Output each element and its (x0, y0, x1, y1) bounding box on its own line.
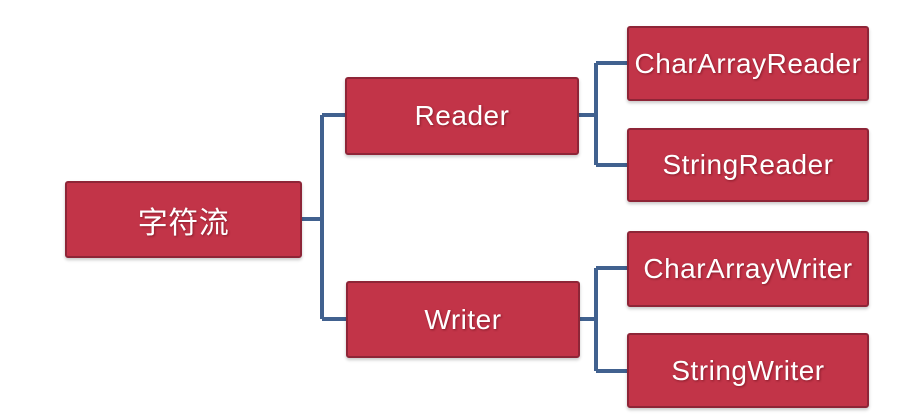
node-chararrayreader-label: CharArrayReader (634, 47, 862, 79)
node-chararrayreader: CharArrayReader (627, 26, 869, 101)
node-character-stream-label: 字符流 (137, 206, 230, 240)
node-reader-label: Reader (414, 100, 510, 131)
node-writer: Writer (346, 281, 580, 358)
connector-root-to-reader-writer (300, 113, 346, 321)
node-chararraywriter: CharArrayWriter (627, 231, 869, 307)
node-chararraywriter-label: CharArrayWriter (643, 253, 853, 284)
node-stringwriter: StringWriter (627, 333, 869, 408)
node-writer-label: Writer (424, 303, 502, 335)
connector-writer-to-children (580, 266, 627, 373)
node-character-stream: 字符流 (65, 181, 302, 258)
node-stringreader-label: StringReader (662, 149, 834, 180)
node-reader: Reader (345, 77, 579, 155)
node-stringreader: StringReader (627, 128, 869, 202)
node-stringwriter-label: StringWriter (671, 354, 825, 386)
connector-reader-to-children (579, 61, 627, 167)
